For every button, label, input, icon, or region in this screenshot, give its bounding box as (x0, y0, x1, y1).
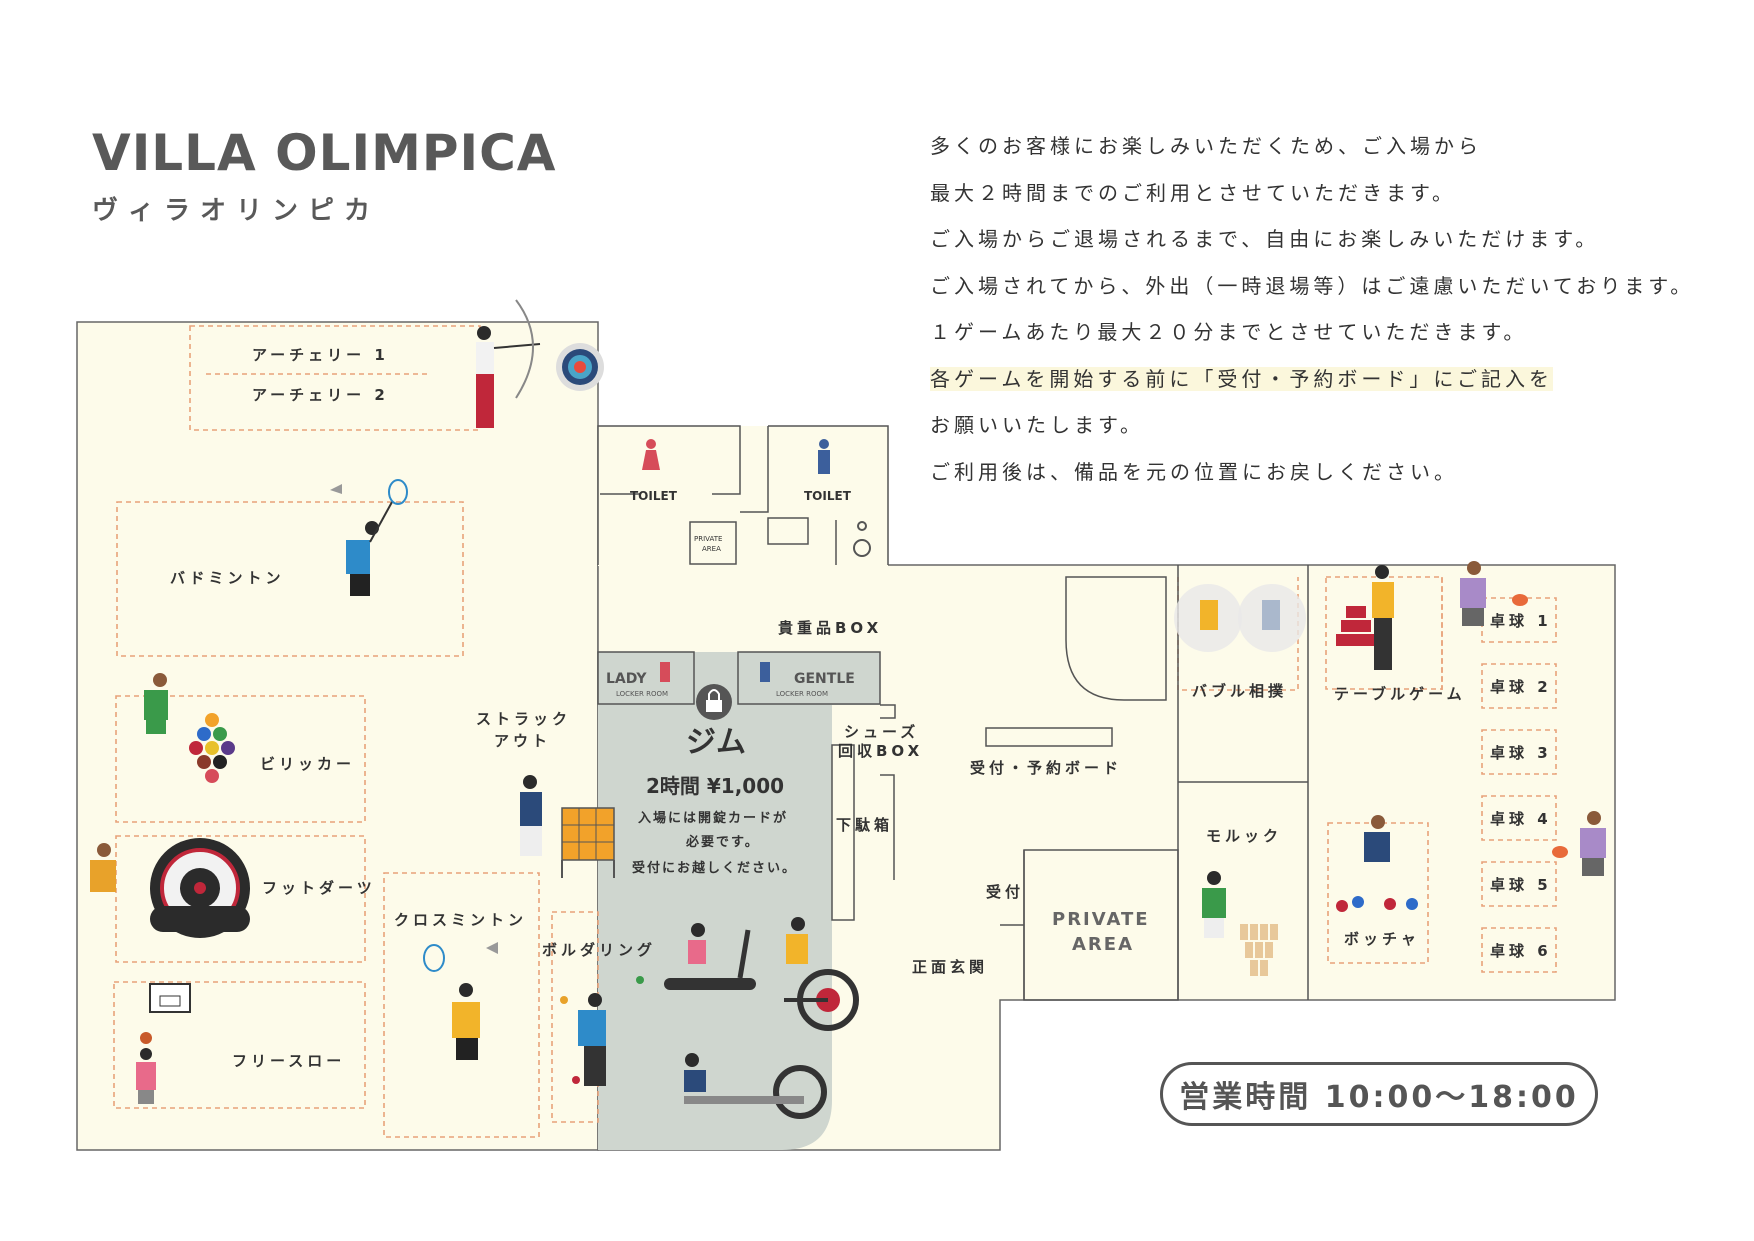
crossminton-player-icon (423, 942, 498, 1060)
label-gym-note-3: 受付にお越しください。 (632, 860, 797, 876)
zone-bouldering (551, 911, 599, 1123)
gentle-locker-room (737, 651, 881, 705)
label-lady-locker: LADY (606, 671, 647, 687)
rule-item: １ゲームあたり最大２０分までとさせていただきます。 (930, 320, 1528, 344)
rule-item: 最大２時間までのご利用とさせていただきます。 (930, 180, 1456, 205)
label-pingpong-2: 卓球 2 (1490, 678, 1552, 696)
label-gym-title: ジム (686, 725, 746, 760)
table-game-player-icon (1372, 565, 1394, 670)
label-private-area-2: AREA (1072, 934, 1134, 955)
bubble-room-wall (1065, 576, 1167, 701)
zone-badminton (116, 501, 464, 657)
shoe-rack (831, 744, 855, 921)
lock-icon (696, 684, 732, 720)
label-archery-1: アーチェリー 1 (252, 346, 389, 364)
basketball-hoop-icon (140, 983, 191, 1044)
label-gentle-locker-room: LOCKER ROOM (776, 690, 828, 698)
rule-item: ご利用後は、備品を元の位置にお戻しください。 (930, 459, 1458, 484)
business-hours-badge: 営業時間 10:00〜18:00 (1160, 1062, 1598, 1126)
archery-target-icon (556, 343, 604, 391)
badminton-player-icon (330, 479, 408, 596)
label-pingpong-6: 卓球 6 (1490, 942, 1552, 960)
wall-toilet-block (597, 425, 741, 565)
label-freethrow: フリースロー (232, 1052, 345, 1070)
pingpong-player-icon (1460, 561, 1528, 626)
label-private-area-1: PRIVATE (1052, 909, 1150, 930)
rule-item-highlight: 各ゲームを開始する前に「受付・予約ボード」にご記入を (930, 366, 1553, 391)
toilet-block-bg (598, 426, 888, 566)
label-badminton: バドミントン (170, 569, 284, 587)
climber-icon (560, 976, 644, 1086)
zone-crossminton (383, 872, 540, 1138)
treadmill-icon (664, 923, 756, 990)
male-locker-icon (760, 662, 770, 682)
rule-item: ご入場からご退場されるまで、自由にお楽しみいただけます。 (930, 227, 1600, 251)
label-molkky: モルック (1206, 827, 1282, 845)
label-table-game: テーブルゲーム (1334, 685, 1466, 703)
soccer-player-icon (144, 673, 168, 734)
rule-item: ご入場されてから、外出（一時退場等）はご遠慮いただいております。 (930, 273, 1695, 298)
label-archery-2: アーチェリー 2 (252, 386, 389, 404)
label-gym-note-2: 必要です。 (685, 834, 760, 850)
label-bocce: ボッチャ (1344, 930, 1420, 948)
label-entrance: 正面玄関 (912, 958, 988, 976)
zone-billiards (115, 695, 366, 823)
female-toilet-icon (642, 439, 660, 470)
female-locker-icon (660, 662, 670, 682)
dart-board-icon (150, 838, 250, 938)
page-title: VILLA OLIMPICA (92, 124, 557, 182)
page-subtitle: ヴィラオリンピカ (92, 196, 381, 226)
rules-list: 多くのお客様にお楽しみいただくため、ご入場から 最大２時間までのご利用とさせてい… (930, 132, 1694, 504)
molkky-player-icon (1202, 871, 1226, 938)
label-struckout-2: アウト (494, 732, 551, 750)
label-gym-note-1: 入場には開錠カードが (638, 810, 788, 826)
air-bike-icon (784, 917, 859, 1031)
molkky-pins-icon (1240, 924, 1278, 976)
label-reception-board: 受付・予約ボード (970, 759, 1122, 777)
zone-footdarts (115, 835, 366, 963)
label-struckout-1: ストラック (476, 710, 571, 728)
label-shoe-rack: 下駄箱 (836, 816, 893, 834)
billiard-balls-icon (189, 713, 235, 783)
struck-out-board-icon (561, 807, 615, 878)
rowing-machine-icon (684, 1053, 827, 1119)
label-toilet-women: TOILET (630, 489, 678, 503)
label-gym-price: 2時間 ¥1,000 (646, 774, 784, 798)
lady-locker-room (597, 651, 695, 705)
male-toilet-icon (818, 439, 830, 474)
label-crossminton: クロスミントン (394, 911, 527, 929)
label-pingpong-3: 卓球 3 (1490, 744, 1552, 762)
label-bubble-sumo: バブル相撲 (1192, 682, 1287, 700)
freethrow-player-icon (136, 1048, 156, 1104)
rule-item: お願いいたします。 (930, 413, 1144, 437)
label-toilet-men: TOILET (804, 489, 852, 503)
label-reception: 受付 (986, 883, 1024, 901)
label-valuables-box: 貴重品BOX (778, 619, 882, 637)
label-pingpong-1: 卓球 1 (1490, 612, 1552, 630)
label-private-small-2: AREA (702, 545, 721, 553)
label-pingpong-4: 卓球 4 (1490, 810, 1552, 828)
archer-icon (476, 299, 541, 428)
label-billiards: ビリッカー (260, 755, 355, 773)
label-pingpong-5: 卓球 5 (1490, 876, 1552, 894)
bocce-player-icon (1336, 815, 1418, 912)
wheelchair-icon (853, 521, 871, 557)
bubble-sumo-icon (1174, 584, 1306, 652)
football-player-icon (90, 843, 116, 892)
label-lady-locker-room: LOCKER ROOM (616, 690, 668, 698)
pingpong-player-icon (1552, 811, 1606, 876)
label-gentle-locker: GENTLE (794, 671, 855, 687)
cup-stack-icon (1336, 606, 1376, 646)
pitcher-icon (520, 775, 542, 856)
gym-area (598, 652, 880, 1150)
label-shoes-1: シューズ (844, 723, 919, 741)
label-footdarts: フットダーツ (262, 879, 376, 897)
label-shoes-2: 回収BOX (838, 742, 923, 760)
label-private-small-1: PRIVATE (694, 535, 722, 543)
rule-item: 多くのお客様にお楽しみいただくため、ご入場から (930, 134, 1482, 158)
label-bouldering: ボルダリング (542, 941, 656, 959)
reception-board (985, 727, 1113, 747)
